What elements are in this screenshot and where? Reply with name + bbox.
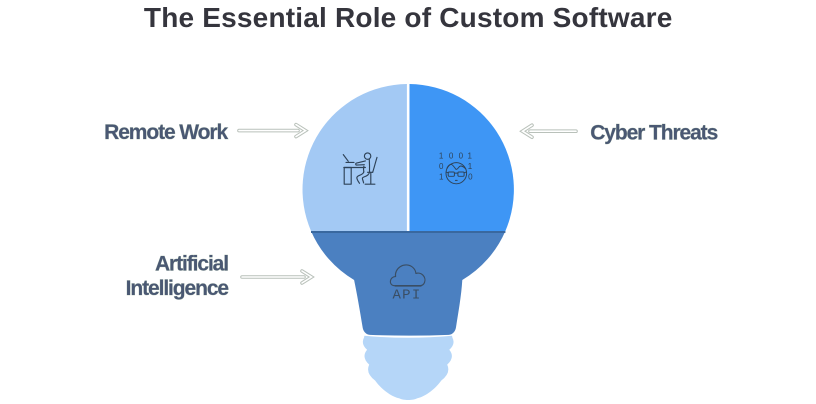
svg-text:0: 0 <box>439 162 444 171</box>
svg-text:1: 1 <box>439 151 444 160</box>
svg-text:API: API <box>392 288 421 304</box>
svg-text:0: 0 <box>449 151 454 160</box>
svg-text:Remote Work: Remote Work <box>104 121 228 144</box>
svg-text:1: 1 <box>467 151 472 160</box>
svg-text:1: 1 <box>439 173 444 182</box>
svg-text:Intelligence: Intelligence <box>126 277 229 300</box>
svg-text:Artificial: Artificial <box>155 253 228 276</box>
svg-text:1: 1 <box>468 162 473 171</box>
svg-text:0: 0 <box>468 173 473 182</box>
svg-text:Cyber Threats: Cyber Threats <box>590 121 717 144</box>
svg-text:The Essential Role of Custom S: The Essential Role of Custom Software <box>144 2 673 33</box>
svg-text:0: 0 <box>459 151 464 160</box>
